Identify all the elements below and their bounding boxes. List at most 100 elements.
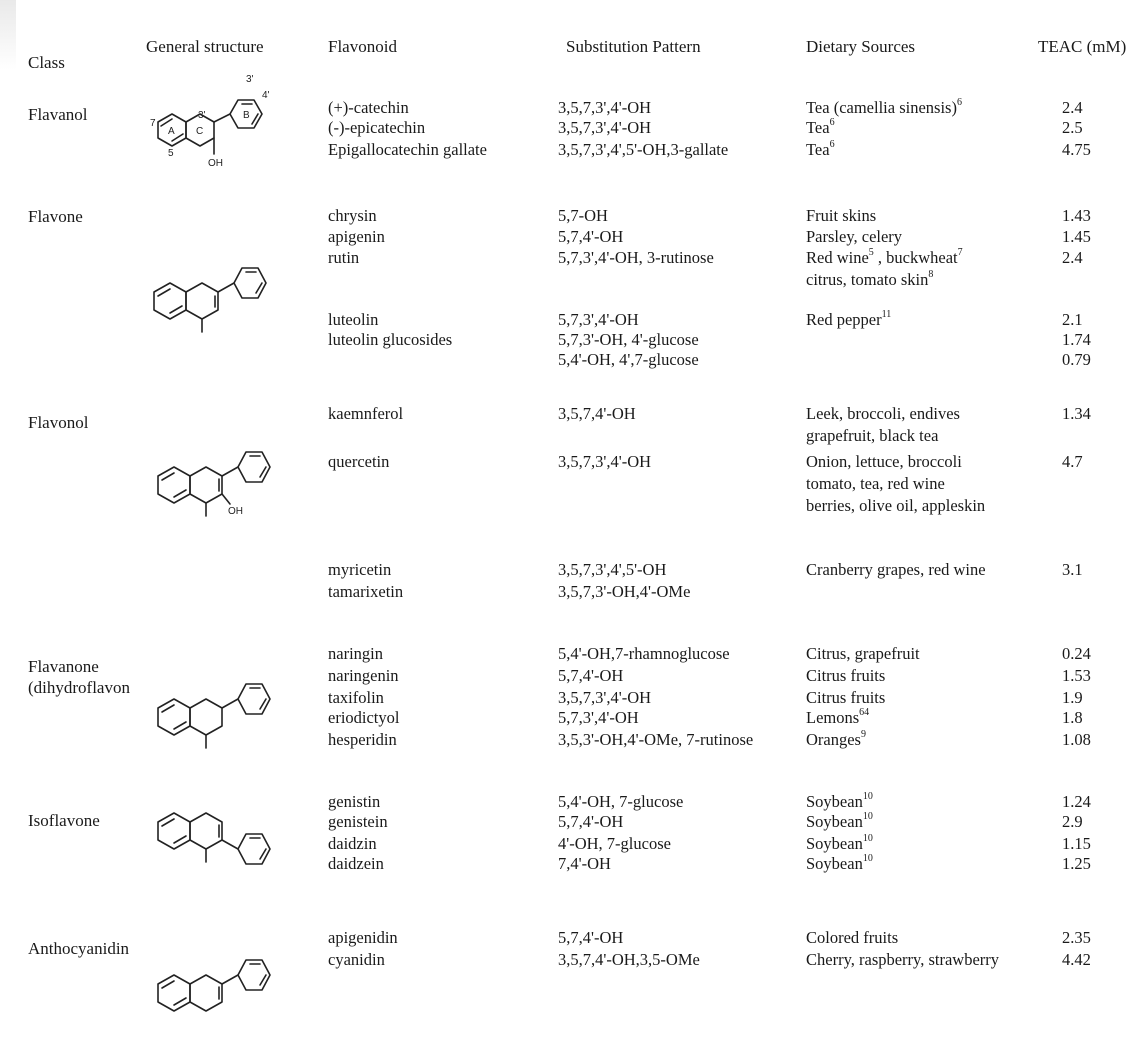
- cell-teac-text: 4.75: [1062, 140, 1091, 159]
- cell-substitution: 3,5,3'-OH,4'-OMe, 7-rutinose: [558, 730, 753, 749]
- reference-superscript: 10: [862, 852, 873, 864]
- cell-substitution-text: 3,5,7,3',4'-OH: [558, 98, 652, 117]
- cell-source-text: tomato, tea, red wine: [806, 474, 945, 493]
- header-general-structure: General structure: [146, 37, 264, 56]
- cell-teac: 1.08: [1062, 730, 1091, 749]
- cell-substitution: 5,7,3',4'-OH, 3-rutinose: [558, 248, 714, 267]
- header-dietary-sources: Dietary Sources: [806, 37, 916, 56]
- cell-flavonoid-text: tamarixetin: [328, 582, 404, 601]
- cell-flavonoid-text: (+)-catechin: [328, 98, 409, 117]
- cell-teac: 4.42: [1062, 950, 1091, 969]
- cell-source-text: Citrus fruits: [806, 666, 886, 685]
- reference-superscript: 6: [956, 96, 962, 108]
- cell-source-text: Tea: [806, 140, 830, 159]
- cell-substitution: 3,5,7,3'-OH,4'-OMe: [558, 582, 690, 601]
- structure-label: 3': [198, 110, 206, 121]
- reference-superscript: 9: [860, 728, 866, 740]
- reference-superscript: 6: [829, 138, 835, 150]
- cell-substitution: 4'-OH, 7-glucose: [558, 834, 671, 853]
- class-label: Flavonol: [28, 413, 89, 432]
- cell-flavonoid: naringin: [328, 644, 383, 663]
- cell-source: Citrus fruits: [806, 666, 885, 685]
- cell-substitution-text: 7,4'-OH: [558, 854, 611, 873]
- cell-teac: 1.74: [1062, 330, 1091, 349]
- cell-teac: 2.1: [1062, 310, 1083, 329]
- cell-source-text: Onion, lettuce, broccoli: [806, 452, 962, 471]
- cell-teac-text: 4.7: [1062, 452, 1083, 471]
- reference-superscript: 64: [859, 706, 870, 718]
- cell-flavonoid-text: quercetin: [328, 452, 390, 471]
- cell-flavonoid: quercetin: [328, 452, 389, 471]
- anthocyanidin-structure-icon: [150, 940, 280, 1020]
- cell-flavonoid-text: daidzin: [328, 834, 377, 853]
- cell-substitution: 5,7,4'-OH: [558, 666, 623, 685]
- cell-source: Soybean10: [806, 791, 873, 811]
- cell-source-text: berries, olive oil, appleskin: [806, 496, 986, 515]
- cell-substitution: 3,5,7,3',4'-OH: [558, 98, 651, 117]
- cell-source: Citrus fruits: [806, 688, 885, 707]
- cell-flavonoid: naringenin: [328, 666, 399, 685]
- cell-source-text: Leek, broccoli, endives: [806, 404, 960, 423]
- cell-source-text: Soybean: [806, 812, 863, 831]
- cell-source-text: Fruit skins: [806, 206, 877, 225]
- cell-teac: 3.1: [1062, 560, 1083, 579]
- cell-flavonoid-text: chrysin: [328, 206, 377, 225]
- cell-teac: 2.5: [1062, 118, 1083, 137]
- cell-teac-text: 1.53: [1062, 666, 1091, 685]
- cell-source: Tea6: [806, 117, 835, 137]
- class-label: Isoflavone: [28, 811, 100, 830]
- cell-teac-text: 0.24: [1062, 644, 1091, 663]
- cell-source: Cranberry grapes, red wine: [806, 560, 986, 579]
- cell-source: Soybean10: [806, 852, 873, 873]
- cell-source-text: Red pepper: [806, 310, 882, 329]
- cell-flavonoid: rutin: [328, 248, 359, 267]
- cell-flavonoid-text: hesperidin: [328, 730, 397, 749]
- cell-substitution-text: 3,5,7,3'-OH,4'-OMe: [558, 582, 691, 601]
- cell-substitution-text: 5,4'-OH, 7-glucose: [558, 792, 684, 811]
- cell-teac-text: 3.1: [1062, 560, 1083, 579]
- cell-source: Leek, broccoli, endives: [806, 404, 960, 423]
- cell-substitution-text: 5,7,4'-OH: [558, 666, 624, 685]
- cell-flavonoid: genistein: [328, 812, 388, 831]
- cell-substitution: 3,5,7,3',4'-OH: [558, 118, 651, 137]
- cell-source-text: Soybean: [806, 834, 863, 853]
- cell-substitution: 3,5,7,3',4'-OH: [558, 688, 651, 707]
- cell-substitution-text: 5,7,3',4'-OH, 3-rutinose: [558, 248, 714, 267]
- cell-source-text: citrus, tomato skin: [806, 270, 929, 289]
- cell-flavonoid: kaemnferol: [328, 404, 403, 423]
- cell-substitution: 5,7,4'-OH: [558, 928, 623, 947]
- cell-flavonoid: daidzin: [328, 834, 377, 853]
- cell-flavonoid: tamarixetin: [328, 582, 403, 601]
- flavone-structure-icon: [146, 236, 276, 334]
- cell-source-text: Red wine: [806, 248, 869, 267]
- cell-substitution: 5,7,3',4'-OH: [558, 708, 639, 727]
- cell-source: Fruit skins: [806, 206, 876, 225]
- cell-teac-text: 2.35: [1062, 928, 1091, 947]
- cell-substitution: 7,4'-OH: [558, 854, 611, 873]
- class-label: Flavanol: [28, 105, 88, 124]
- cell-substitution-text: 5,7-OH: [558, 206, 608, 225]
- cell-teac: 1.25: [1062, 854, 1091, 873]
- cell-substitution: 5,7,3'-OH, 4'-glucose: [558, 330, 699, 349]
- reference-superscript: 8: [928, 268, 934, 280]
- cell-flavonoid: luteolin glucosides: [328, 330, 452, 349]
- reference-superscript: 11: [881, 308, 892, 320]
- cell-teac-text: 2.4: [1062, 98, 1083, 117]
- reference-superscript: 10: [862, 832, 873, 844]
- reference-superscript: 10: [862, 810, 873, 822]
- header-teac: TEAC (mM): [1038, 37, 1127, 56]
- cell-teac-text: 1.43: [1062, 206, 1091, 225]
- cell-teac-text: 2.5: [1062, 118, 1083, 137]
- structure-label: 5: [168, 148, 174, 159]
- cell-substitution: 5,4'-OH,7-rhamnoglucose: [558, 644, 730, 663]
- cell-teac: 4.75: [1062, 140, 1091, 159]
- cell-source-text: Lemons: [806, 708, 860, 727]
- cell-teac: 1.45: [1062, 227, 1091, 246]
- cell-substitution: 5,7,4'-OH: [558, 227, 623, 246]
- cell-teac-text: 1.08: [1062, 730, 1091, 749]
- cell-source: Onion, lettuce, broccoli: [806, 452, 962, 471]
- class-label: Flavanone: [28, 657, 99, 676]
- cell-source: berries, olive oil, appleskin: [806, 496, 985, 515]
- cell-source: Tea (camellia sinensis)6: [806, 96, 962, 117]
